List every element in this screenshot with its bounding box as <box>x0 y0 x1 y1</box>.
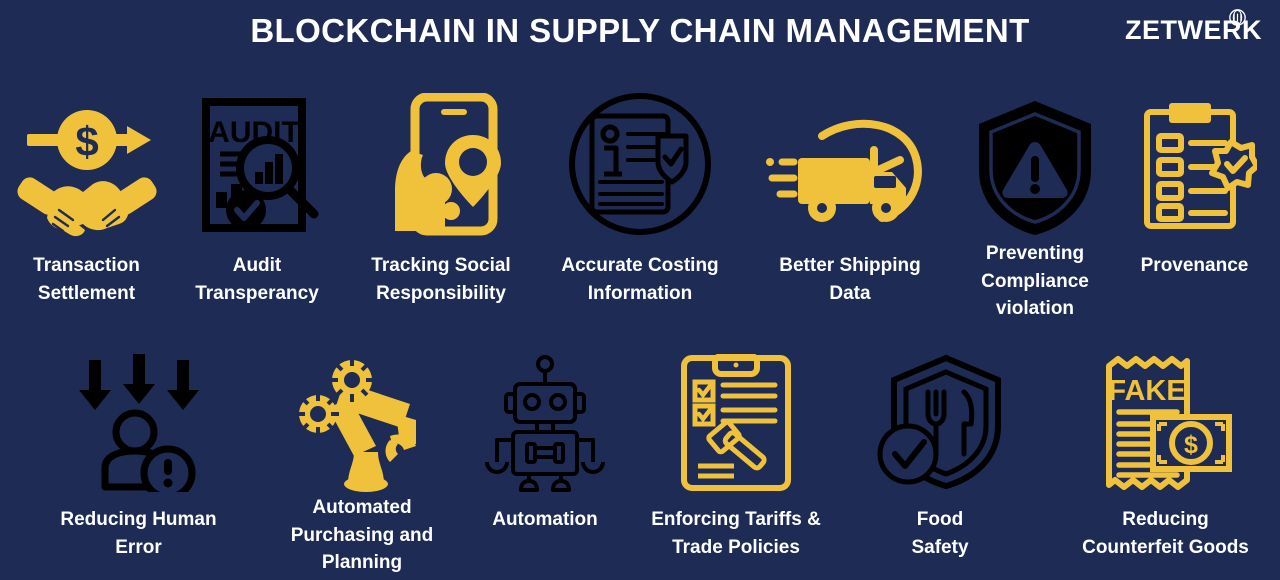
icon-container <box>69 352 209 492</box>
svg-text:$: $ <box>75 118 98 165</box>
down-arrows-icon <box>78 354 199 410</box>
audit-document-magnifier-icon: AUDIT <box>202 98 319 232</box>
benefit-label: Audit Transperancy <box>195 255 319 304</box>
person-alert-down-arrows-icon <box>78 354 199 492</box>
icon-container <box>973 88 1097 238</box>
hand-phone-location-pin-icon <box>395 93 501 236</box>
fast-delivery-truck-clock-icon <box>766 119 922 222</box>
icon-container <box>566 88 714 238</box>
benefit-provenance: Provenance <box>1109 88 1280 338</box>
benefit-automation: Automation <box>447 352 643 580</box>
benefit-accurate-costing-information: Accurate Costing Information <box>541 88 739 338</box>
registered-circle-logo-icon <box>1229 9 1246 26</box>
robotic-arm-gears-icon <box>297 358 416 492</box>
benefit-label: Reducing Counterfeit Goods <box>1082 509 1249 558</box>
page-title: BLOCKCHAIN IN SUPPLY CHAIN MANAGEMENT <box>250 12 1030 49</box>
benefit-label: Food Safety <box>911 509 969 558</box>
benefit-label: Accurate Costing Information <box>561 255 719 304</box>
benefit-label: Tracking Social Responsibility <box>371 255 511 304</box>
benefit-tracking-social-responsibility: Tracking Social Responsibility <box>341 88 541 338</box>
benefit-label: Automation <box>492 509 598 530</box>
clipboard-checklist-badge-icon <box>1143 103 1257 229</box>
benefit-audit-transperancy: AUDIT <box>173 88 341 338</box>
shield-warning-alert-icon <box>979 101 1091 235</box>
icon-container <box>373 88 509 238</box>
svg-text:$: $ <box>1184 431 1198 459</box>
benefit-enforcing-tariffs-trade-policies: Enforcing Tariffs & Trade Policies <box>643 352 829 580</box>
benefit-reducing-counterfeit-goods: FAKE <box>1051 352 1280 580</box>
fake-icon-text: FAKE <box>1108 375 1185 407</box>
benefit-transaction-settlement: $ <box>0 88 173 338</box>
header: BLOCKCHAIN IN SUPPLY CHAIN MANAGEMENT ZE… <box>0 0 1280 62</box>
benefit-label: Enforcing Tariffs & Trade Policies <box>651 509 821 558</box>
benefit-preventing-compliance-violation: Preventing Compliance violation <box>961 88 1109 338</box>
shield-fork-knife-check-icon <box>877 354 1001 490</box>
benefit-label: Automated Purchasing and Planning <box>290 497 434 574</box>
icon-container: $ <box>11 88 163 238</box>
icon-container <box>292 352 432 492</box>
benefit-reducing-human-error: Reducing Human Error <box>0 352 277 580</box>
fake-receipt-banknote-icon: FAKE <box>1105 356 1232 490</box>
icon-container <box>1133 88 1257 238</box>
brand-logo: ZETWERK <box>1122 8 1262 48</box>
brand-name: ZETWERK <box>1125 15 1262 45</box>
icon-container <box>681 352 791 492</box>
benefits-row-2: Reducing Human Error <box>0 352 1280 580</box>
icon-container <box>764 88 936 238</box>
icon-container <box>483 352 607 492</box>
benefits-row-1: $ <box>0 88 1280 338</box>
icon-container <box>876 352 1004 492</box>
robot-icon <box>485 355 605 492</box>
icon-container: FAKE <box>1099 352 1233 492</box>
benefit-label: Transaction Settlement <box>33 255 140 304</box>
clipboard-gavel-checklist-icon <box>681 354 791 491</box>
benefit-food-safety: Food Safety <box>829 352 1051 580</box>
icon-container: AUDIT <box>192 88 322 238</box>
handshake-dollar-arrow-icon: $ <box>16 110 157 237</box>
benefit-label: Preventing Compliance violation <box>981 243 1089 320</box>
benefit-better-shipping-data: Better Shipping Data <box>739 88 961 338</box>
benefit-label: Better Shipping Data <box>779 255 921 304</box>
benefit-label: Reducing Human Error <box>60 509 217 558</box>
benefit-label: Provenance <box>1140 255 1249 276</box>
benefit-automated-purchasing-and-planning: Automated Purchasing and Planning <box>277 352 447 580</box>
info-document-shield-circle-icon <box>569 93 711 235</box>
